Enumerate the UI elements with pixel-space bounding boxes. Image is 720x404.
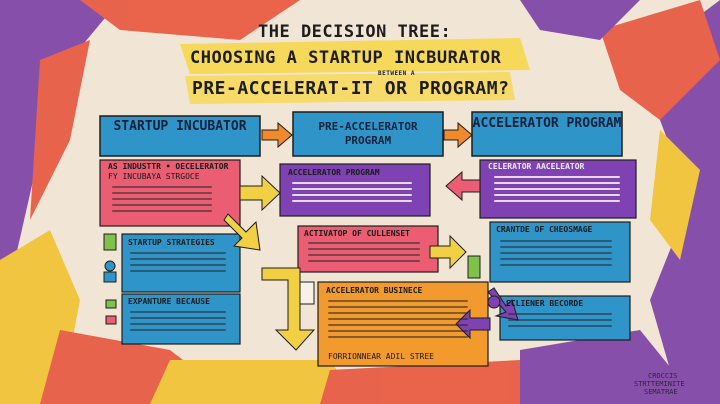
detail-lines-6 — [500, 236, 612, 270]
flowchart-icon — [105, 299, 117, 309]
signature-line-3: SEMATRAE — [644, 388, 678, 396]
signature-line-1: CROCCIS — [648, 372, 678, 380]
detail-heading-7: EXPANTURE BECAUSE — [128, 297, 210, 306]
detail-heading-5: ACTIVATOP OF CULLENSET — [304, 229, 410, 238]
startup-incubator-label: STARTUP INCUBATOR — [113, 119, 247, 134]
gear-icon — [487, 295, 501, 309]
title-line-3: PRE-ACCELERAT-IT OR PROGRAM? — [192, 78, 510, 99]
document-icon — [299, 281, 315, 305]
battery-icon — [467, 255, 481, 279]
accelerator-label: ACCELERATOR PROGRAM — [472, 116, 622, 131]
detail-heading-6: CRANTDE OF CHEOSMAGE — [496, 225, 593, 234]
detail-lines-5 — [308, 238, 420, 266]
detail-lines-3 — [494, 172, 620, 206]
title-between: BETWEEN A — [378, 70, 416, 77]
money-icon — [103, 233, 117, 251]
person-icon — [104, 260, 116, 272]
detail-heading-8: ACCELERATOR BUSINECE — [326, 286, 423, 295]
detail-heading-1: AS INDUSTTR • OECELERATOR — [108, 162, 229, 171]
detail-footer-line: FORRIONNEAR ADIL STREE — [328, 352, 434, 361]
detail-heading-3: CELERATOR AACELEATOR — [488, 162, 585, 171]
arrows — [261, 121, 473, 149]
detail-subheading-1: FY INCUBAYA STRGOCE — [108, 172, 200, 181]
detail-heading-4: STARTUP STRATEGIES — [128, 238, 215, 247]
detail-lines-7 — [130, 307, 226, 335]
signature-line-2: STRTTEMINITE — [634, 380, 685, 388]
detail-lines-2 — [292, 178, 412, 206]
detail-lines-1 — [112, 182, 212, 216]
detail-heading-2: ACCELERATOR PROGRAM — [288, 168, 380, 177]
detail-heading-9: ECLIENER BECORDE — [506, 299, 584, 308]
detail-lines-9 — [508, 309, 612, 331]
pre-accelerator-label: PRE-ACCELERATOR PROGRAM — [318, 120, 418, 147]
title-line-2: CHOOSING A STARTUP INCBURATOR — [190, 48, 502, 68]
title-line-1: THE DECISION TREE: — [258, 22, 452, 42]
detail-lines-8 — [328, 296, 468, 342]
detail-lines-4 — [130, 248, 226, 276]
